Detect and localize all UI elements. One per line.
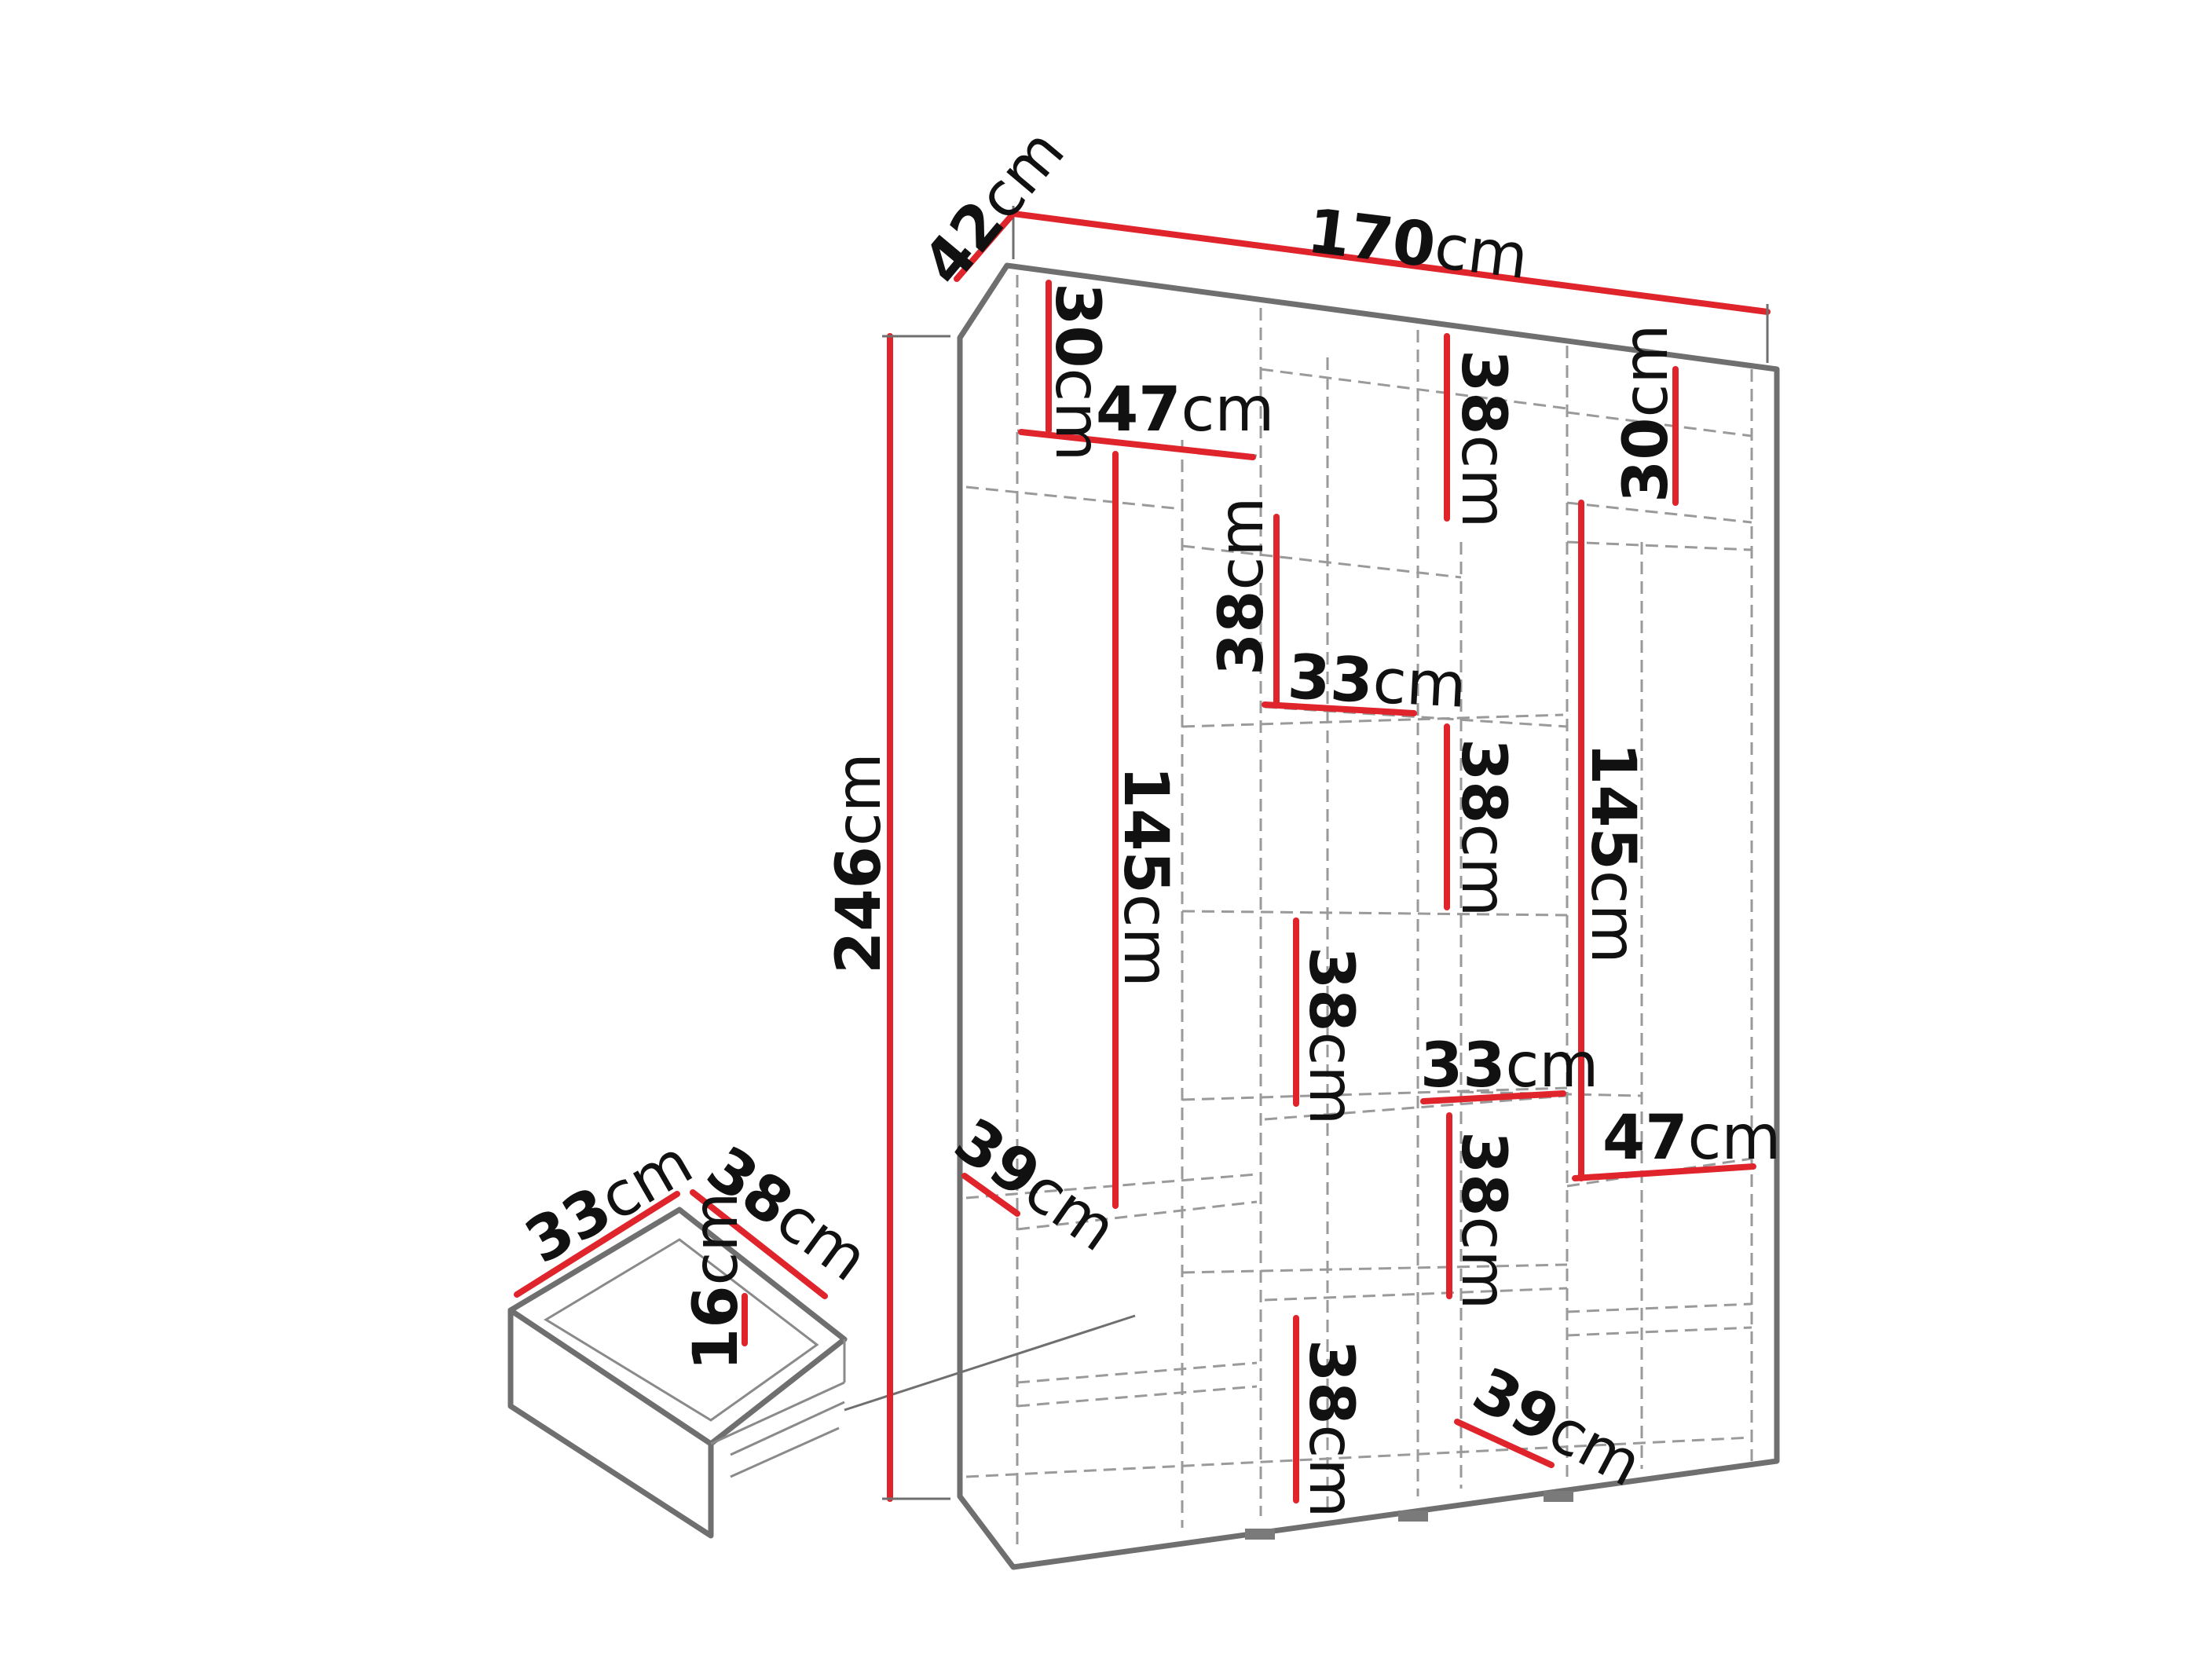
shelf-line bbox=[965, 485, 1183, 511]
mid2-shelf-top-label: 38cm bbox=[1448, 350, 1518, 528]
shelf-line bbox=[1181, 1086, 1568, 1101]
mid2-shelf-a-label: 38cm bbox=[1448, 738, 1518, 917]
left-top-height-label: 30cm bbox=[1042, 283, 1112, 461]
shelf-line bbox=[1181, 910, 1568, 917]
shelf-line bbox=[1016, 1385, 1258, 1408]
mid1-shelf-b-label: 38cm bbox=[1295, 947, 1366, 1125]
drawer-depth-line bbox=[690, 1189, 828, 1299]
shelf-line bbox=[965, 1436, 1752, 1478]
shelf-line bbox=[1566, 1326, 1752, 1337]
shelf-line bbox=[1566, 1157, 1752, 1188]
shelf-line bbox=[1181, 713, 1564, 728]
left-depth-line bbox=[961, 1173, 1020, 1217]
left-top-width-line bbox=[1018, 429, 1256, 460]
shelf-line bbox=[1264, 1287, 1568, 1302]
mid2-width-label: 33cm bbox=[1420, 1031, 1599, 1101]
drawer-height-label: 16cm bbox=[681, 1192, 752, 1371]
mid1-shelf-c-label: 38cm bbox=[1295, 1339, 1366, 1518]
mid1-shelf-a-label: 38cm bbox=[1207, 497, 1277, 676]
wardrobe-front-top-edge bbox=[958, 264, 1009, 339]
left-top-width-label: 47cm bbox=[1096, 375, 1274, 445]
drawer-side-edge bbox=[730, 1426, 840, 1478]
shelf-line bbox=[1566, 540, 1752, 551]
left-hanging-label: 145cm bbox=[1110, 766, 1181, 987]
shelf-line bbox=[1016, 1361, 1258, 1384]
dimension-labels: 170cm 42cm 246cm 30cm 47cm 145cm 39cm 38… bbox=[515, 116, 1782, 1518]
shelf-line bbox=[1260, 368, 1568, 410]
shelf-line bbox=[1264, 1094, 1568, 1121]
mid2-depth-label: 39cm bbox=[1462, 1354, 1653, 1500]
shelf-line bbox=[1016, 1200, 1258, 1231]
shelf-line bbox=[1181, 544, 1462, 579]
mid2-depth-line bbox=[1454, 1419, 1555, 1468]
mid2-width-line bbox=[1420, 1090, 1566, 1104]
drawer-side-edge bbox=[730, 1401, 845, 1456]
wardrobe-foot bbox=[1398, 1511, 1428, 1522]
mid1-width-line bbox=[1262, 701, 1417, 716]
shelf-line bbox=[1566, 501, 1752, 524]
right-width-line bbox=[1572, 1163, 1756, 1181]
drawer-inner-edge bbox=[544, 1238, 819, 1422]
depth-dimension-line bbox=[954, 211, 1016, 282]
right-top-height-label: 30cm bbox=[1611, 324, 1682, 503]
mid1-width-label: 33cm bbox=[1286, 642, 1468, 722]
shelf-line bbox=[965, 1173, 1258, 1199]
wardrobe-foot bbox=[1245, 1529, 1275, 1540]
width-dimension-line bbox=[1010, 211, 1771, 315]
shelf-line bbox=[1566, 1302, 1752, 1313]
shelf-line bbox=[1181, 1263, 1568, 1274]
drawer-side-edge bbox=[710, 1381, 845, 1445]
shelf-line bbox=[1566, 411, 1752, 438]
drawer-width-line bbox=[514, 1191, 680, 1298]
right-hanging-label: 145cm bbox=[1577, 742, 1648, 964]
mid2-shelf-b-label: 38cm bbox=[1448, 1131, 1518, 1309]
left-depth-label: 39cm bbox=[942, 1105, 1129, 1265]
right-width-label: 47cm bbox=[1602, 1103, 1781, 1174]
drawer-detail bbox=[507, 1207, 1136, 1539]
height-label: 246cm bbox=[824, 753, 895, 974]
dimension-lines bbox=[514, 206, 1771, 1503]
width-label: 170cm bbox=[1304, 196, 1533, 294]
wardrobe-foot bbox=[1544, 1491, 1573, 1502]
